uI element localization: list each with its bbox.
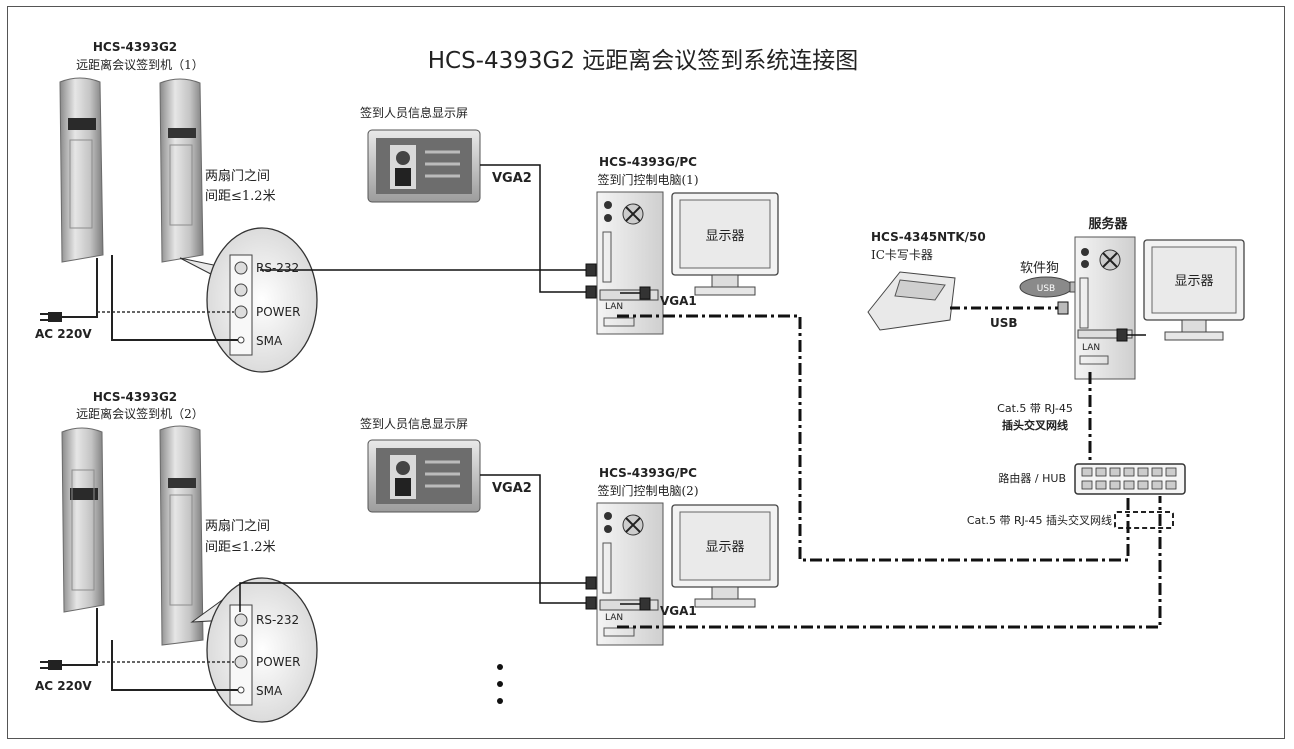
gate1-gap-line1: 两扇门之间 bbox=[205, 168, 270, 184]
gate2-gap-line1: 两扇门之间 bbox=[205, 518, 270, 534]
gate2-model: HCS-4393G2 bbox=[93, 390, 177, 404]
gate1-port-power: POWER bbox=[256, 305, 300, 319]
pc1-tower bbox=[597, 192, 663, 334]
card-reader bbox=[868, 272, 955, 330]
page-title: HCS-4393G2 远距离会议签到系统连接图 bbox=[428, 48, 859, 74]
screen2-cable-label: VGA2 bbox=[492, 481, 532, 496]
power-plug-icon bbox=[40, 312, 62, 322]
reader-cable-label: USB bbox=[990, 316, 1018, 330]
hub-label: 路由器 / HUB bbox=[998, 471, 1066, 485]
gate1-gap-line2: 间距≤1.2米 bbox=[205, 189, 276, 204]
pc2-model: HCS-4393G/PC bbox=[599, 466, 697, 480]
info-screen-2 bbox=[368, 440, 480, 512]
gate1-port-rs232: RS-232 bbox=[256, 261, 299, 275]
pc1-monitor-label: 显示器 bbox=[705, 229, 744, 244]
port-callout-2 bbox=[207, 578, 317, 722]
gate2-name: 远距离会议签到机（2） bbox=[76, 406, 204, 421]
gate1-port-sma: SMA bbox=[256, 334, 283, 348]
cable-b-label: Cat.5 带 RJ-45 插头交叉网线 bbox=[967, 513, 1112, 527]
pc1-vga-label: VGA1 bbox=[660, 294, 697, 308]
cable-a-line1: Cat.5 带 RJ-45 bbox=[997, 402, 1073, 415]
screen1-label: 签到人员信息显示屏 bbox=[360, 105, 468, 120]
gate1-name: 远距离会议签到机（1） bbox=[76, 57, 204, 72]
gate2-port-sma: SMA bbox=[256, 684, 283, 698]
pc1-model: HCS-4393G/PC bbox=[599, 155, 697, 169]
dongle-text: USB bbox=[1037, 284, 1055, 294]
pc2-monitor-label: 显示器 bbox=[705, 540, 744, 555]
gate1-power-label: AC 220V bbox=[35, 327, 92, 341]
dongle-label: 软件狗 bbox=[1020, 261, 1059, 276]
info-screen-1 bbox=[368, 130, 480, 202]
server-monitor-label: 显示器 bbox=[1174, 274, 1213, 289]
gate2-gap-line2: 间距≤1.2米 bbox=[205, 540, 276, 555]
gate1-panel-right bbox=[160, 79, 203, 262]
gate1-panel-left bbox=[60, 78, 103, 262]
pc1-lan-label: LAN bbox=[605, 302, 623, 312]
gate2-panel-left bbox=[62, 428, 104, 612]
gate2-port-rs232: RS-232 bbox=[256, 613, 299, 627]
server-lan-label: LAN bbox=[1082, 343, 1100, 353]
gate2-panel-right bbox=[160, 426, 203, 645]
pc2-vga-label: VGA1 bbox=[660, 604, 697, 618]
pc2-monitor bbox=[672, 505, 778, 607]
router-hub bbox=[1075, 464, 1185, 494]
screen2-label: 签到人员信息显示屏 bbox=[360, 416, 468, 431]
gate2-port-power: POWER bbox=[256, 655, 300, 669]
port-callout-1 bbox=[207, 228, 317, 372]
reader-name: IC卡写卡器 bbox=[871, 248, 933, 262]
gate1-model: HCS-4393G2 bbox=[93, 40, 177, 54]
cable-a-line2: 插头交叉网线 bbox=[1002, 418, 1068, 432]
pc2-lan-label: LAN bbox=[605, 613, 623, 623]
screen1-cable-label: VGA2 bbox=[492, 171, 532, 186]
reader-model: HCS-4345NTK/50 bbox=[871, 230, 986, 244]
pc2-tower bbox=[597, 503, 663, 645]
power-plug-icon bbox=[40, 660, 62, 670]
pc2-name: 签到门控制电脑(2) bbox=[598, 483, 699, 498]
more-gates-ellipsis bbox=[497, 664, 503, 704]
server-monitor bbox=[1144, 240, 1244, 340]
pc1-name: 签到门控制电脑(1) bbox=[598, 172, 699, 187]
gate2-power-label: AC 220V bbox=[35, 679, 92, 693]
server-label: 服务器 bbox=[1088, 216, 1128, 232]
pc1-monitor bbox=[672, 193, 778, 295]
server-tower bbox=[1075, 237, 1135, 379]
